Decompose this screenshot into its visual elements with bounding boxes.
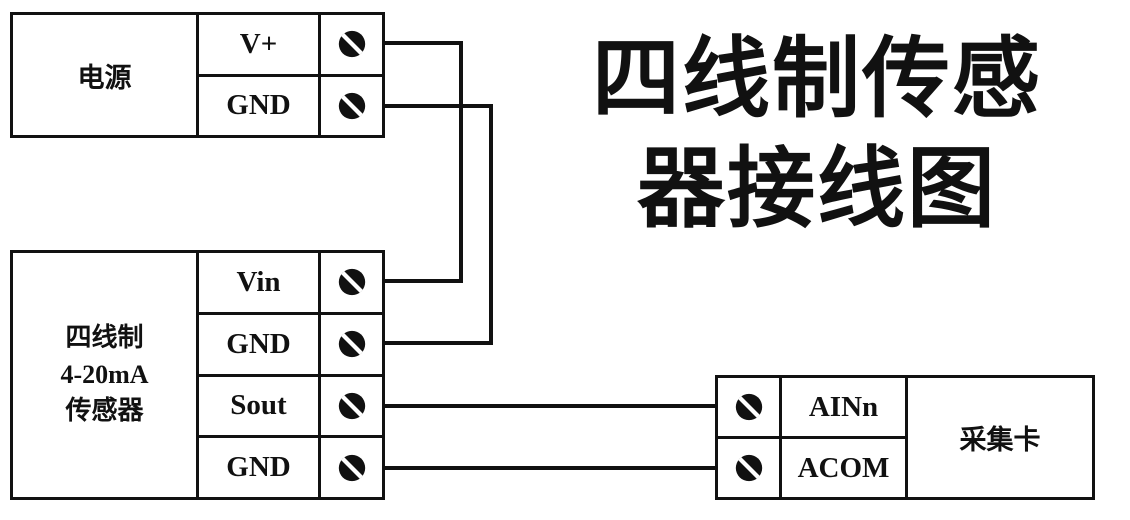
screw-terminal-icon <box>735 454 762 482</box>
screw-cell <box>321 73 382 136</box>
screw-terminal-icon <box>338 92 365 119</box>
screw-terminal-icon <box>338 392 365 420</box>
screw-cell <box>321 15 382 74</box>
screw-cell <box>321 435 382 497</box>
sensor-label-line3: 传感器 <box>65 396 144 426</box>
terminal-label-vin: Vin <box>236 265 281 298</box>
diagram-title-line2: 器接线图 <box>636 142 997 239</box>
capture-card-box: AINn ACOM 采集卡 <box>715 375 1095 500</box>
terminal-label-ainn: AINn <box>808 390 879 423</box>
screw-cell <box>321 253 382 312</box>
screw-cell <box>321 373 382 436</box>
sensor-label: 四线制 4-20mA 传感器 <box>13 253 196 497</box>
terminal-label-vplus: V+ <box>239 27 278 60</box>
power-supply-label: 电源 <box>77 62 132 93</box>
sensor-screw-column <box>318 253 382 497</box>
screw-cell <box>718 436 779 497</box>
diagram-title-line1: 四线制传感 <box>591 32 1042 129</box>
terminal-label-acom: ACOM <box>782 436 905 497</box>
power-screw-column <box>318 15 382 135</box>
wire-gnd-to-gnd-v <box>489 104 493 345</box>
terminal-label-gnd: GND <box>199 73 318 136</box>
sensor-label-line1: 四线制 <box>65 323 144 353</box>
sensor-box: 四线制 4-20mA 传感器 Vin GND Sout GND <box>10 250 385 500</box>
wire-gnd-to-gnd-h1 <box>383 104 493 108</box>
wire-vplus-to-vin-v <box>459 41 463 283</box>
wire-sout-to-ainn <box>383 404 717 408</box>
wire-vplus-to-vin-h1 <box>383 41 463 45</box>
screw-cell <box>321 311 382 374</box>
screw-terminal-icon <box>338 269 365 296</box>
screw-terminal-icon <box>338 31 365 58</box>
power-supply-box: 电源 V+ GND <box>10 12 385 138</box>
diagram-title: 四线制传感 器接线图 <box>550 26 1084 246</box>
screw-terminal-icon <box>338 330 365 358</box>
sensor-terminal-labels: Vin GND Sout GND <box>196 253 318 497</box>
sensor-label-line2: 4-20mA <box>60 359 149 389</box>
capture-terminal-labels: AINn ACOM <box>782 378 908 497</box>
terminal-label-gnd2: GND <box>199 435 318 497</box>
terminal-label-gnd: GND <box>199 311 318 374</box>
wire-gnd-to-acom <box>383 466 717 470</box>
power-terminal-labels: V+ GND <box>196 15 318 135</box>
wire-vplus-to-vin-h2 <box>383 279 463 283</box>
capture-screw-column <box>718 378 782 497</box>
terminal-label-sout: Sout <box>199 373 318 436</box>
wire-gnd-to-gnd-h2 <box>383 341 493 345</box>
capture-card-label: 采集卡 <box>959 425 1041 455</box>
screw-terminal-icon <box>338 454 365 481</box>
screw-terminal-icon <box>735 393 762 421</box>
screw-cell <box>718 378 779 436</box>
